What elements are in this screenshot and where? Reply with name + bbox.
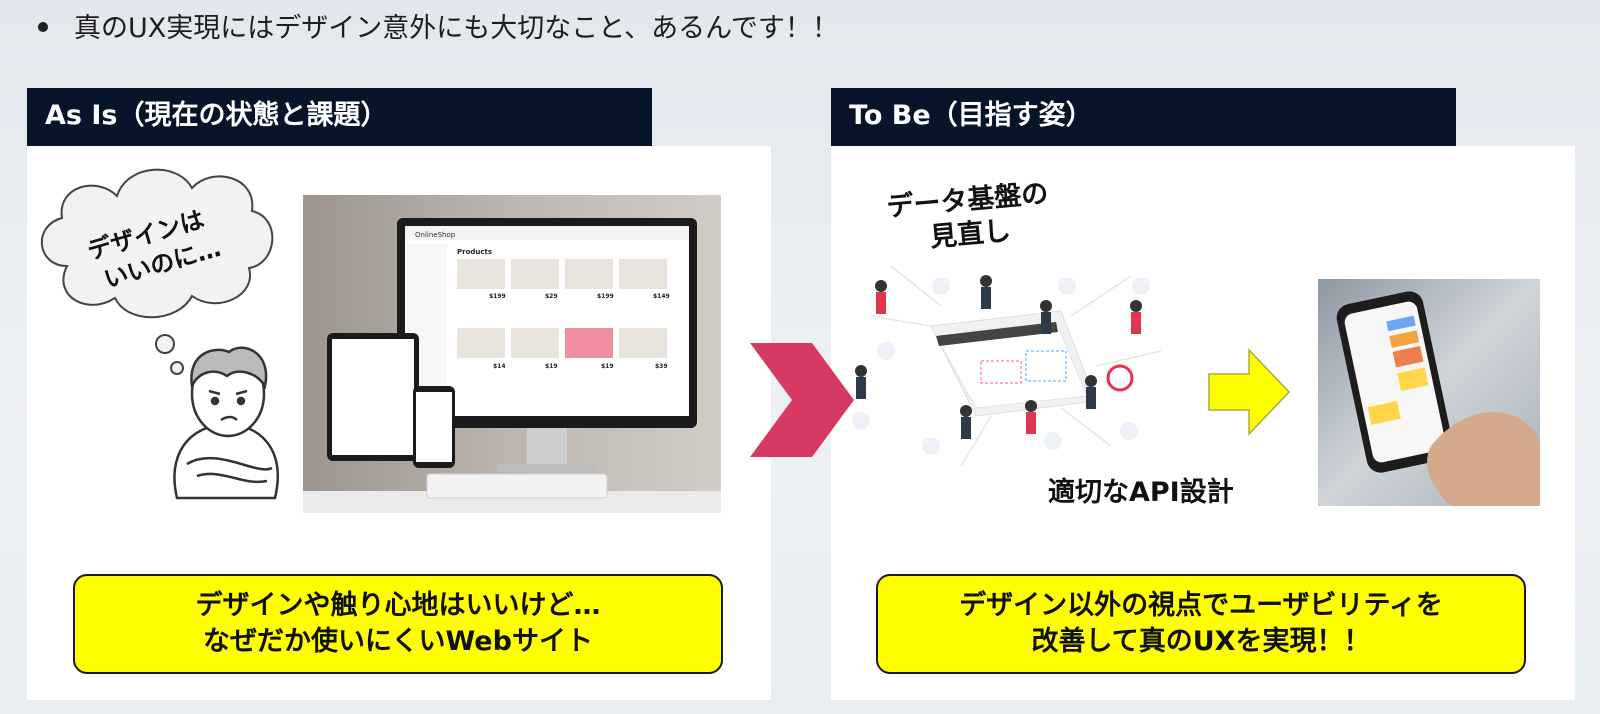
price-7: $19: [601, 363, 614, 370]
intro-text: 真のUX実現にはデザイン意外にも大切なこと、あるんです！！: [74, 13, 839, 44]
price-8: $39: [655, 363, 668, 370]
price-4: $149: [653, 293, 670, 300]
price-6: $19: [545, 363, 558, 370]
as-is-callout-line1: デザインや触り心地はいいけど…: [195, 590, 601, 621]
as-is-illustration: デザインは いいのに… OnlineShop Products: [40, 168, 721, 513]
to-be-callout-line1: デザイン以外の視点でユーザビリティを: [959, 590, 1443, 621]
as-is-callout-line2: なぜだか使いにくいWebサイト: [203, 626, 593, 657]
intro-bullet: 真のUX実現にはデザイン意外にも大切なこと、あるんです！！: [38, 6, 839, 45]
to-be-illustration: [852, 265, 1540, 506]
screen-heading: Products: [457, 248, 492, 256]
price-1: $199: [489, 293, 506, 300]
confused-person-icon: [173, 346, 279, 500]
as-is-title: As Is（現在の状態と課題）: [27, 88, 652, 146]
to-be-callout: デザイン以外の視点でユーザビリティを 改善して真のUXを実現！！: [876, 574, 1526, 674]
data-platform-label: データ基盤の 見直し: [885, 177, 1052, 259]
bullet-dot-icon: [38, 21, 48, 32]
to-be-title: To Be（目指す姿）: [831, 88, 1456, 146]
screen-brand: OnlineShop: [415, 231, 456, 239]
price-3: $199: [597, 293, 614, 300]
people-icons: [855, 275, 1142, 439]
api-design-label: 適切なAPI設計: [1048, 477, 1234, 508]
price-5: $14: [493, 363, 506, 370]
devices-photo: OnlineShop Products $199 $29 $199 $149 $…: [303, 195, 721, 513]
data-platform-illustration: [852, 265, 1162, 467]
arrow-right-icon: [1208, 348, 1291, 436]
data-node-icons: [852, 277, 1150, 455]
to-be-callout-line2: 改善して真のUXを実現！！: [1031, 626, 1371, 657]
chevron-right-icon: [750, 343, 854, 457]
price-2: $29: [545, 293, 558, 300]
as-is-callout: デザインや触り心地はいいけど… なぜだか使いにくいWebサイト: [73, 574, 723, 674]
smartphone-photo: [1318, 279, 1540, 506]
thought-bubble-icon: [40, 168, 274, 375]
